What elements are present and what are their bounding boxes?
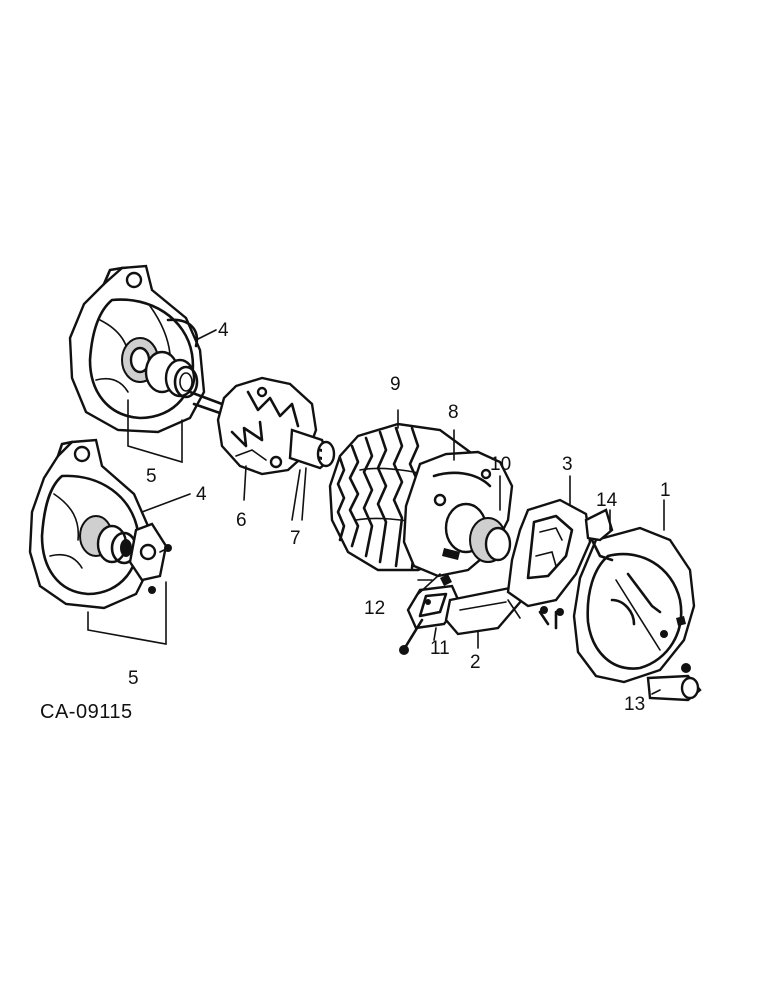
regulator — [506, 475, 592, 630]
callout-6: 6 — [236, 510, 247, 531]
callout-13: 13 — [624, 694, 645, 715]
callout-2: 2 — [470, 652, 481, 673]
callout-7: 7 — [290, 528, 301, 549]
drive-end-housing-upper — [68, 264, 206, 434]
callout-4b: 4 — [196, 484, 207, 505]
callout-3: 3 — [562, 454, 573, 475]
callout-8: 8 — [448, 402, 459, 423]
rotor-assembly — [188, 376, 336, 521]
callout-5b: 5 — [128, 668, 139, 689]
callout-14: 14 — [596, 490, 618, 511]
callout-5a: 5 — [146, 466, 157, 487]
leader-lines-5 — [87, 399, 183, 645]
callout-10: 10 — [490, 454, 511, 475]
diagram-code: CA-09115 — [40, 701, 133, 723]
brush-holder — [399, 573, 524, 655]
callout-4a: 4 — [218, 320, 229, 341]
callout-11: 11 — [430, 638, 450, 659]
rectifier-end-frame — [402, 429, 514, 586]
callout-labels: 1 2 3 4 4 5 5 6 7 8 9 10 11 12 13 14 — [128, 320, 671, 715]
callout-9: 9 — [390, 374, 401, 395]
callout-12: 12 — [364, 598, 385, 619]
drive-end-housing-lower — [28, 438, 172, 610]
leader-lines-4 — [141, 329, 217, 513]
slip-ring-end-housing — [572, 499, 702, 702]
callout-1: 1 — [660, 480, 671, 501]
